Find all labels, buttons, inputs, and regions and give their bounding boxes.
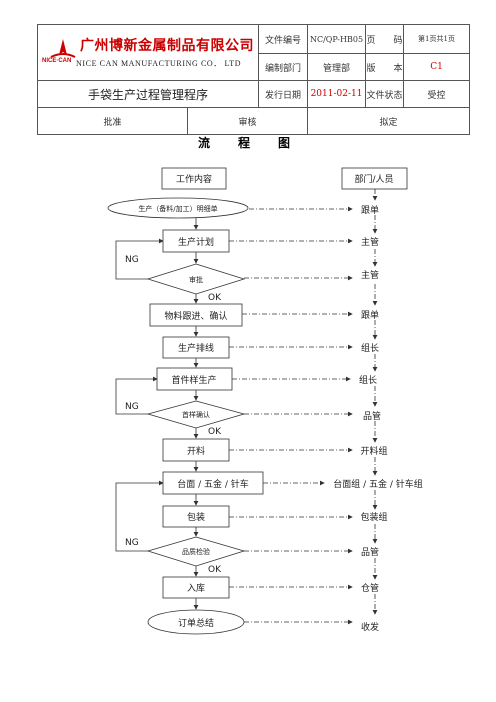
step-summary-label: 订单总结 [178,617,214,629]
step-schedule-shape [162,336,230,359]
step-plan-shape [162,229,230,253]
step-first-confirm-shape [146,400,246,429]
step-plan-label: 生产计划 [178,236,214,248]
col-work-label: 工作内容 [176,173,212,185]
step-assembly-shape [162,471,264,495]
dept-material: 跟单 [361,309,379,321]
col-dept-label: 部门/人员 [354,173,393,185]
step-schedule-label: 生产排线 [178,342,214,354]
dept-approve: 主管 [361,269,379,281]
dept-first-piece: 组长 [359,374,377,386]
dept-first-confirm: 品管 [363,410,381,422]
dept-value: 管理部 [307,53,367,81]
approve-label: 批准 [37,107,188,135]
step-first-piece-label: 首件样生产 [171,374,216,386]
ok-label-approve: OK [208,293,222,303]
company-cell: NICE·CAN 广州博新金属制品有限公司 NICE CAN MANUFACTU… [36,24,260,81]
ng-label-first-confirm: NG [125,402,139,412]
version-label: 版 本 [365,53,405,81]
status-value: 受控 [403,80,471,108]
dept-order: 跟单 [361,204,379,216]
doc-no-label: 文件编号 [258,24,309,54]
review-label: 审核 [186,107,309,135]
dept-plan: 主管 [361,236,379,248]
dept-packing: 包装组 [360,511,387,523]
issue-date-value: 2011-02-11 [307,80,367,108]
dept-summary: 收发 [361,621,379,633]
step-first-piece-shape [156,367,233,391]
page-label: 页 码 [365,24,405,54]
company-logo-icon [50,39,76,58]
dept-cutting: 开料组 [360,445,387,457]
step-packing-shape [162,505,230,528]
step-approve-shape [146,263,246,295]
step-summary-shape [147,609,245,635]
ok-label-first-confirm: OK [208,427,222,437]
logo-text: NICE·CAN [42,58,72,64]
page-title: 流 程 图 [197,136,298,150]
draft-label: 拟定 [307,107,471,135]
step-order-shape [107,197,249,219]
status-label: 文件状态 [365,80,405,108]
col-dept-box [341,167,408,190]
document-header-table: NICE·CAN 广州博新金属制品有限公司 NICE CAN MANUFACTU… [36,24,471,135]
step-material-label: 物料跟进、确认 [164,310,227,322]
col-work-box [161,167,227,190]
step-approve-label: 审批 [189,275,203,284]
ok-label-qc: OK [208,565,222,575]
step-first-confirm-label: 首样确认 [182,410,210,419]
step-order-label: 生产（备料/加工）明细单 [138,204,217,213]
page-value: 第1页共1页 [403,24,471,54]
dept-assembly: 台面组 / 五金 / 针车组 [333,478,423,490]
dept-storage: 仓管 [361,582,379,594]
step-cutting-shape [162,438,230,462]
step-cutting-label: 开料 [187,445,205,457]
ng-label-qc: NG [125,538,139,548]
step-storage-shape [162,576,230,599]
step-qc-label: 品质检验 [182,547,210,556]
dept-label: 编制部门 [258,53,309,81]
dept-schedule: 组长 [361,342,379,354]
step-assembly-label: 台面 / 五金 / 针车 [177,478,249,490]
step-packing-label: 包装 [187,511,205,523]
company-name-en: NICE CAN MANUFACTURING CO． LTD [76,59,242,68]
issue-date-label: 发行日期 [258,80,309,108]
company-name-cn: 广州博新金属制品有限公司 [80,38,254,54]
ng-label-approve: NG [125,255,139,265]
step-storage-label: 入库 [187,582,205,594]
dept-qc: 品管 [361,546,379,558]
version-value: C1 [403,53,471,81]
step-qc-shape [146,536,246,567]
step-material-shape [149,303,243,327]
